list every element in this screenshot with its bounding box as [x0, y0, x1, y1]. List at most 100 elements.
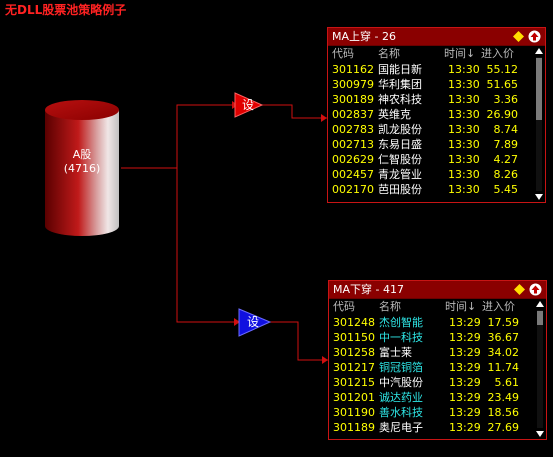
collapse-arrow-icon[interactable]	[528, 30, 541, 43]
play-triangle-icon	[238, 308, 272, 337]
app-title: 无DLL股票池策略例子	[5, 3, 127, 17]
entry-time: 13:30	[448, 138, 480, 151]
stock-name: 华利集团	[378, 78, 422, 91]
column-header-name[interactable]: 名称	[378, 47, 400, 60]
entry-time: 13:29	[449, 346, 481, 359]
entry-time: 13:30	[448, 153, 480, 166]
stock-pool-source-node[interactable]: A股 (4716)	[43, 98, 121, 238]
entry-time: 13:29	[449, 376, 481, 389]
entry-time: 13:29	[449, 331, 481, 344]
trigger-ma-cross-up[interactable]: 设	[234, 92, 270, 120]
stock-name: 国能日新	[378, 63, 422, 76]
stock-name: 青龙管业	[378, 168, 422, 181]
entry-price: 7.89	[493, 138, 519, 151]
pin-diamond-icon[interactable]	[513, 283, 526, 296]
stock-name: 英维克	[378, 108, 411, 121]
entry-price: 23.49	[487, 391, 520, 404]
stock-name: 仁智股份	[378, 153, 422, 166]
column-header-time[interactable]: 时间↓	[444, 47, 476, 60]
panel-header[interactable]: MA上穿 - 26	[328, 28, 545, 46]
scroll-thumb[interactable]	[537, 311, 543, 325]
play-triangle-icon	[234, 92, 264, 118]
scroll-up-icon[interactable]	[535, 299, 545, 309]
pin-diamond-icon[interactable]	[512, 30, 525, 43]
entry-price: 17.59	[487, 316, 520, 329]
column-header-price[interactable]: 进入价	[482, 300, 515, 313]
database-cylinder-icon	[45, 100, 119, 236]
column-headers: 代码 名称 时间↓ 进入价	[329, 299, 546, 315]
column-header-price[interactable]: 进入价	[481, 47, 514, 60]
entry-price: 5.61	[494, 376, 520, 389]
column-header-name[interactable]: 名称	[379, 300, 401, 313]
entry-time: 13:30	[448, 78, 480, 91]
scroll-track[interactable]	[537, 310, 543, 428]
stock-name: 铜冠铜箔	[379, 361, 423, 374]
connector-source-to-trigger-up	[121, 104, 232, 169]
arrowhead-icon	[322, 356, 328, 364]
panel-ma-cross-up: MA上穿 - 26 代码 名称 时间↓ 进入价 301162 国能日新 13:30 5…	[327, 27, 546, 203]
entry-price: 5.45	[493, 183, 519, 196]
column-headers: 代码 名称 时间↓ 进入价	[328, 46, 545, 62]
stock-code: 301217	[333, 361, 375, 374]
stock-code: 301201	[333, 391, 375, 404]
stock-name: 东易日盛	[378, 138, 422, 151]
entry-time: 13:29	[449, 316, 481, 329]
stock-code: 002837	[332, 108, 374, 121]
scrollbar[interactable]	[534, 46, 544, 202]
column-header-time[interactable]: 时间↓	[445, 300, 477, 313]
stock-name: 善水科技	[379, 406, 423, 419]
entry-time: 13:30	[448, 183, 480, 196]
collapse-arrow-icon[interactable]	[529, 283, 542, 296]
scroll-thumb[interactable]	[536, 58, 542, 120]
entry-price: 18.56	[487, 406, 520, 419]
stock-name: 中汽股份	[379, 376, 423, 389]
entry-time: 13:30	[448, 168, 480, 181]
stock-code: 301150	[333, 331, 375, 344]
stock-code: 002170	[332, 183, 374, 196]
scroll-up-icon[interactable]	[534, 46, 544, 56]
arrowhead-icon	[234, 318, 240, 326]
entry-time: 13:29	[449, 421, 481, 434]
column-header-code[interactable]: 代码	[333, 300, 355, 313]
stock-code: 301162	[332, 63, 374, 76]
entry-price: 3.36	[493, 93, 519, 106]
trigger-ma-cross-down[interactable]: 设	[238, 308, 274, 337]
source-count: (4716)	[63, 162, 101, 175]
entry-price: 8.74	[493, 123, 519, 136]
scroll-down-icon[interactable]	[535, 429, 545, 439]
entry-price: 8.26	[493, 168, 519, 181]
scroll-down-icon[interactable]	[534, 192, 544, 202]
column-header-code[interactable]: 代码	[332, 47, 354, 60]
trigger-up-label: 设	[241, 98, 254, 112]
panel-header[interactable]: MA下穿 - 417	[329, 281, 546, 299]
scrollbar[interactable]	[535, 299, 545, 439]
table-row[interactable]: 002457 青龙管业 13:30 8.26	[328, 167, 545, 182]
stock-code: 301248	[333, 316, 375, 329]
panel-title: MA上穿 - 26	[332, 30, 396, 43]
entry-price: 36.67	[487, 331, 520, 344]
entry-time: 13:29	[449, 391, 481, 404]
scroll-track[interactable]	[536, 57, 542, 191]
connector-source-to-trigger-down	[176, 168, 234, 323]
entry-price: 34.02	[487, 346, 520, 359]
stock-code: 002457	[332, 168, 374, 181]
entry-price: 4.27	[493, 153, 519, 166]
